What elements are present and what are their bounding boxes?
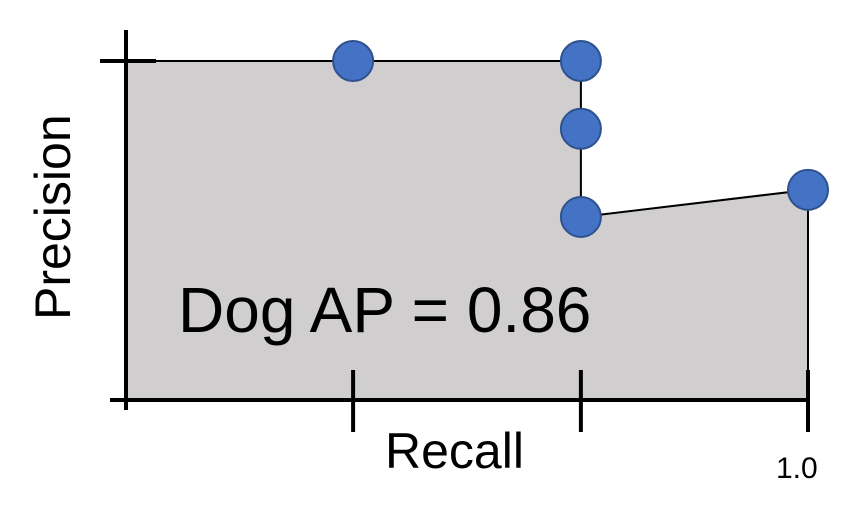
x-axis-label: Recall bbox=[385, 423, 524, 479]
annotation: Dog AP = 0.86 bbox=[178, 274, 591, 346]
ap-area bbox=[126, 61, 808, 400]
data-point bbox=[332, 40, 375, 82]
x-tick-label: 1.0 bbox=[776, 452, 818, 485]
data-point bbox=[559, 107, 602, 150]
data-point bbox=[559, 195, 602, 238]
data-point bbox=[787, 168, 829, 211]
data-point bbox=[559, 40, 602, 82]
y-axis-label: Precision bbox=[25, 114, 81, 320]
